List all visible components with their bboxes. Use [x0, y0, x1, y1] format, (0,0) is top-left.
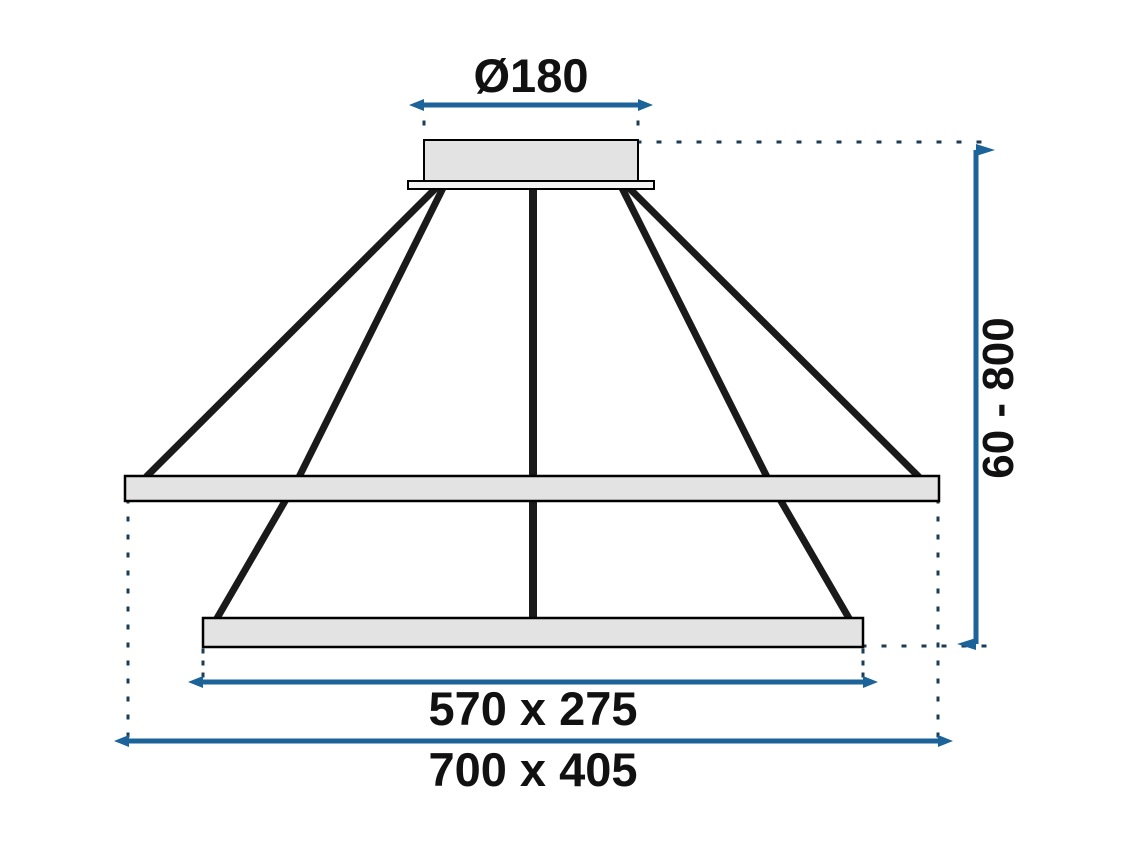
dimension-labels: Ø180 60 - 800 570 x 275 700 x 405 [428, 49, 1023, 796]
label-canopy-diameter: Ø180 [474, 49, 589, 102]
cable-inner-right-upper [618, 186, 771, 479]
cable-outer-right [626, 185, 922, 480]
upper-ring-body [123, 474, 941, 503]
ceiling-canopy [407, 139, 655, 190]
label-inner-ring: 570 x 275 [428, 682, 637, 735]
lower-ring-bar [201, 616, 865, 649]
lower-ring-body [201, 616, 865, 649]
cable-outer-left [143, 185, 439, 480]
suspension-cables [143, 185, 922, 622]
label-outer-ring: 700 x 405 [428, 743, 637, 796]
dimension-lines [114, 99, 995, 747]
canopy-base-plate [407, 180, 655, 190]
extension-lines [126, 120, 990, 754]
cable-inner-left-upper [295, 186, 447, 479]
canopy-body [423, 139, 639, 183]
upper-ring-bar [123, 474, 941, 503]
label-suspension-height: 60 - 800 [974, 317, 1023, 478]
